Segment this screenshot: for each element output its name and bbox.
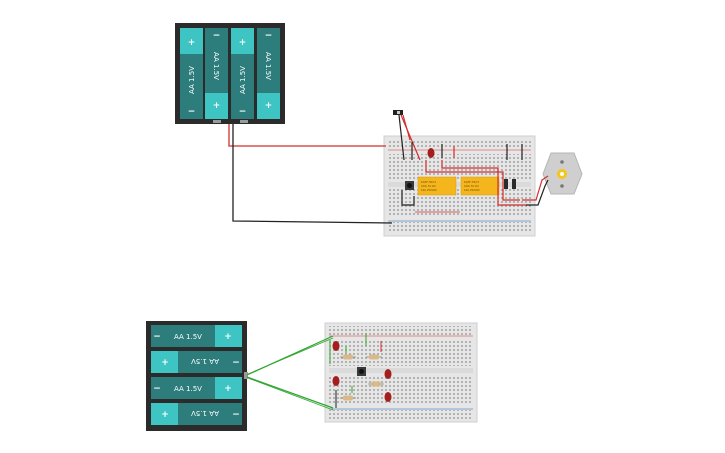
diode[interactable] bbox=[512, 179, 516, 189]
cell-label: AA 1.5V bbox=[174, 333, 202, 341]
minus-sign: − bbox=[239, 107, 247, 117]
battery-cell: + − AA 1.5V bbox=[151, 377, 242, 399]
relay-label: 10A 250VAC bbox=[421, 188, 437, 192]
power-rail bbox=[329, 410, 473, 419]
led-red[interactable] bbox=[427, 148, 435, 158]
resistor[interactable] bbox=[340, 395, 356, 401]
led-red[interactable] bbox=[332, 376, 340, 386]
relay[interactable]: KQ3F-H1C3 COIL 5V DC 10A 250VAC bbox=[417, 176, 457, 196]
power-rail bbox=[388, 222, 531, 231]
center-channel bbox=[329, 368, 473, 373]
wire-green[interactable] bbox=[246, 376, 334, 409]
plus-sign: + bbox=[188, 38, 196, 48]
jumper-wires-top[interactable] bbox=[398, 114, 526, 213]
plus-sign: + bbox=[265, 101, 273, 111]
plus-sign: + bbox=[161, 410, 169, 420]
jumper-wires-bottom[interactable] bbox=[329, 333, 382, 408]
cell-label: AA 1.5V bbox=[191, 357, 219, 365]
cell-label: AA 1.5V bbox=[191, 409, 219, 417]
battery-cell: + − AA 1.5V bbox=[180, 28, 203, 119]
minus-sign: − bbox=[188, 107, 196, 117]
dc-motor[interactable] bbox=[542, 152, 583, 195]
terminal-strip bbox=[388, 154, 531, 180]
battery-cell: + − AA 1.5V bbox=[151, 325, 242, 347]
power-rail bbox=[388, 140, 531, 149]
diode[interactable] bbox=[504, 179, 508, 189]
center-channel bbox=[388, 182, 531, 187]
relay-label: COIL 5V DC bbox=[421, 184, 436, 188]
battery-cell: − + AA 1.5V bbox=[205, 28, 228, 119]
led-red[interactable] bbox=[384, 392, 392, 402]
cell-label: AA 1.5V bbox=[188, 66, 196, 94]
plus-sign: + bbox=[213, 101, 221, 111]
battery-cell: + − AA 1.5V bbox=[151, 403, 242, 425]
slide-switch[interactable] bbox=[393, 110, 403, 115]
wire-green[interactable] bbox=[247, 377, 334, 411]
battery-cell: − + AA 1.5V bbox=[257, 28, 280, 119]
battery-terminal[interactable] bbox=[240, 120, 248, 123]
relay-label: KQ3F-H1C3 bbox=[421, 180, 436, 184]
motor-wire[interactable] bbox=[526, 179, 549, 206]
minus-sign: − bbox=[232, 358, 240, 368]
breadboard-top[interactable] bbox=[383, 135, 536, 237]
led-red[interactable] bbox=[384, 369, 392, 379]
led-red[interactable] bbox=[332, 341, 340, 351]
power-rail bbox=[329, 326, 473, 335]
wire-green[interactable] bbox=[247, 337, 334, 375]
relay-label: 10A 250VAC bbox=[464, 188, 480, 192]
terminal-strip bbox=[329, 375, 473, 404]
cell-label: AA 1.5V bbox=[264, 52, 272, 80]
minus-sign: − bbox=[265, 31, 273, 41]
minus-sign: − bbox=[232, 410, 240, 420]
plus-sign: + bbox=[224, 384, 232, 394]
battery-pack-bottom[interactable]: + − AA 1.5V + − AA 1.5V + − AA 1.5V + − … bbox=[146, 321, 248, 431]
cell-label: AA 1.5V bbox=[212, 52, 220, 80]
minus-sign: − bbox=[153, 332, 161, 342]
relay[interactable]: KQ3F-H1C3 COIL 5V DC 10A 250VAC bbox=[460, 176, 500, 196]
terminal-strip bbox=[388, 189, 531, 216]
breadboard-bottom[interactable] bbox=[324, 322, 478, 423]
resistor[interactable] bbox=[368, 381, 384, 387]
switch-knob[interactable] bbox=[397, 111, 400, 114]
terminal-strip bbox=[329, 340, 473, 366]
plus-sign: + bbox=[224, 332, 232, 342]
relay-label: KQ3F-H1C3 bbox=[464, 180, 479, 184]
resistor[interactable] bbox=[366, 354, 382, 360]
cell-label: AA 1.5V bbox=[174, 385, 202, 393]
motor-wire[interactable] bbox=[522, 175, 549, 201]
minus-sign: − bbox=[213, 31, 221, 41]
cell-label: AA 1.5V bbox=[239, 66, 247, 94]
wire-black[interactable] bbox=[232, 124, 393, 224]
pushbutton[interactable] bbox=[405, 181, 414, 190]
battery-terminal[interactable] bbox=[244, 372, 248, 379]
pushbutton[interactable] bbox=[357, 367, 366, 376]
minus-sign: − bbox=[153, 384, 161, 394]
plus-sign: + bbox=[161, 358, 169, 368]
plus-sign: + bbox=[239, 38, 247, 48]
resistor[interactable] bbox=[340, 354, 356, 360]
battery-pack-top[interactable]: + − AA 1.5V − + AA 1.5V + − AA 1.5V − + … bbox=[175, 23, 285, 124]
relay-label: COIL 5V DC bbox=[464, 184, 479, 188]
battery-cell: + − AA 1.5V bbox=[231, 28, 254, 119]
battery-cell: + − AA 1.5V bbox=[151, 351, 242, 373]
battery-terminal[interactable] bbox=[213, 120, 221, 123]
wire-red[interactable] bbox=[228, 124, 386, 147]
